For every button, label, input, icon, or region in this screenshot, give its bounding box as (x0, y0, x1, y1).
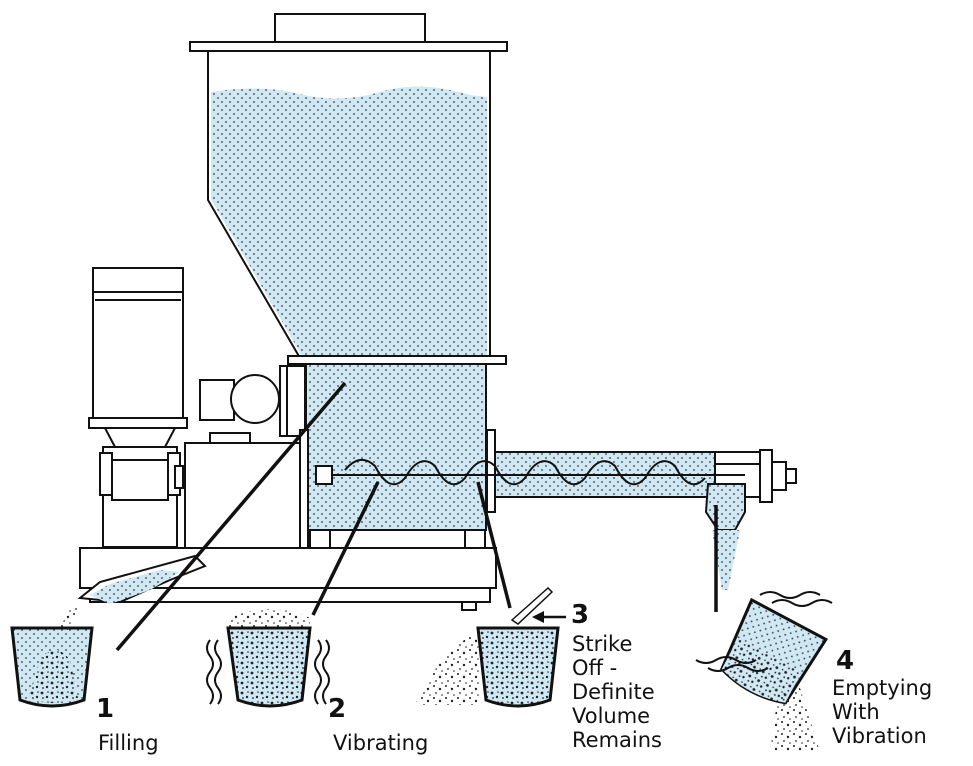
step-3-caption-line: Off - (572, 656, 618, 680)
step-1-number: 1 (96, 694, 115, 724)
step-3-number: 3 (571, 600, 590, 630)
vibration-top-icon (759, 591, 821, 599)
discharge-funnel (704, 483, 746, 531)
step-4-caption-line: Emptying (832, 676, 933, 700)
container-1 (10, 604, 94, 708)
hopper-material (211, 86, 487, 357)
vibration-left-icon (206, 639, 214, 705)
step-3-caption-line: Volume (572, 704, 651, 728)
auger-screw (315, 459, 745, 486)
spill-pile (415, 632, 480, 705)
pour-spray (770, 688, 820, 752)
lower-hopper (305, 363, 487, 531)
step-4-number: 4 (836, 646, 855, 676)
hopper (189, 13, 508, 531)
step-3-caption-line: Definite (572, 680, 655, 704)
strike-off-blade-icon (510, 586, 554, 625)
step-3-caption-line: Remains (572, 728, 662, 752)
auger-tube (486, 429, 797, 590)
step-4-caption-line: Vibration (832, 724, 927, 748)
step-3-caption-line: Strike (572, 632, 633, 656)
motor (88, 267, 188, 548)
step-4-caption-line: With (832, 700, 880, 724)
pointer-lines (115, 381, 718, 652)
step-2-number: 2 (328, 694, 347, 724)
hopper-lid (189, 41, 508, 52)
step-3-caption: Strike Off - Definite Volume Remains (572, 632, 702, 752)
hopper-cap (274, 13, 426, 43)
container-3 (415, 586, 566, 708)
vibration-right-icon (314, 639, 322, 705)
container-4 (695, 591, 833, 752)
container-2 (206, 609, 330, 708)
discharge-stream (712, 530, 740, 590)
gear-box (184, 365, 309, 551)
vibration-bottom-icon (695, 656, 757, 664)
step-1-caption: Filling (98, 731, 159, 755)
step-4-caption: Emptying With Vibration (832, 676, 967, 748)
hopper-flange (287, 355, 507, 365)
step-2-caption: Vibrating (333, 731, 429, 755)
fill-chute (77, 554, 207, 604)
